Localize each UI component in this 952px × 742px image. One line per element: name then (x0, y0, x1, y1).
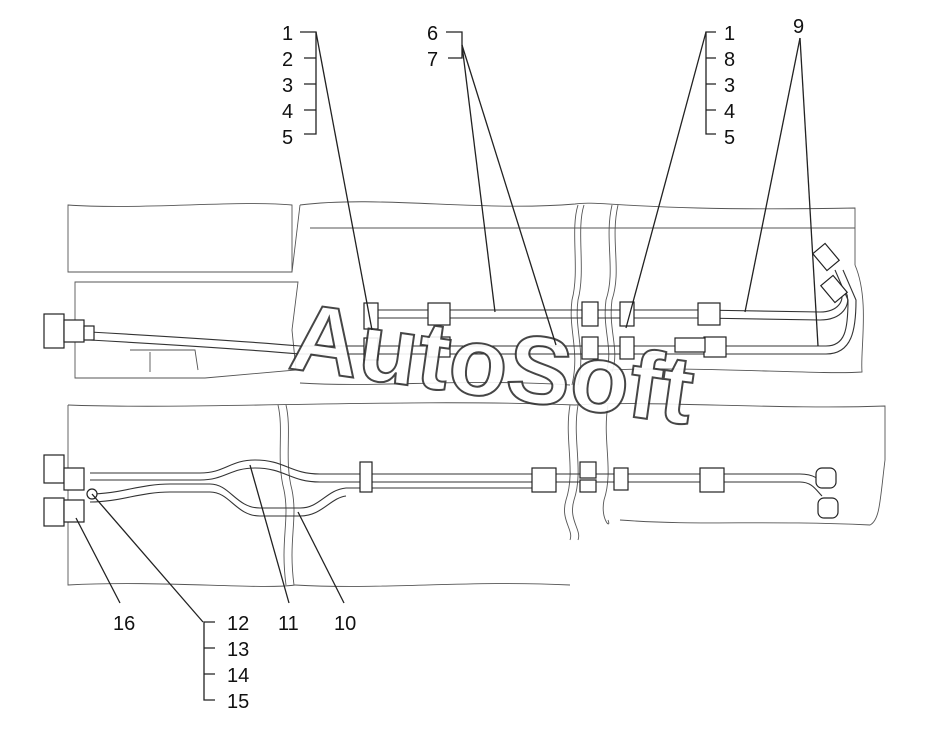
callout-a-3: 3 (282, 75, 293, 97)
callout-10-label: 10 (334, 613, 356, 635)
callout-group-c: 1 8 3 4 5 (625, 23, 735, 329)
callout-9: 9 (744, 16, 819, 347)
callout-d-15: 15 (227, 691, 249, 713)
callout-16-label: 16 (113, 613, 135, 635)
callout-9-label: 9 (793, 16, 804, 38)
callout-a-4: 4 (282, 101, 293, 123)
callout-10: 10 (297, 511, 356, 635)
callout-group-b: 6 7 (427, 23, 557, 346)
callout-c-5: 5 (724, 127, 735, 149)
callout-a-5: 5 (282, 127, 293, 149)
callout-c-4: 4 (724, 101, 735, 123)
callout-d-14: 14 (227, 665, 249, 687)
callout-c-8: 8 (724, 49, 735, 71)
lower-pipe-run (43, 454, 839, 527)
callout-d-13: 13 (227, 639, 249, 661)
lower-frame (67, 402, 886, 587)
callout-11-label: 11 (278, 613, 299, 635)
callout-group-a: 1 2 3 4 5 (282, 23, 373, 331)
callout-a-1: 1 (282, 23, 293, 45)
callout-c-3: 3 (724, 75, 735, 97)
watermark-text: AutoSoft (284, 283, 700, 445)
upper-pipe-run (43, 242, 857, 361)
callout-c-1: 1 (724, 23, 735, 45)
callout-d-12: 12 (227, 613, 249, 635)
callout-16: 16 (75, 517, 135, 635)
callout-b-6: 6 (427, 23, 438, 45)
callout-b-7: 7 (427, 49, 438, 71)
callout-11: 11 (249, 464, 299, 635)
callout-group-d: 12 13 14 15 (91, 493, 249, 713)
upper-frame (67, 201, 864, 386)
callout-a-2: 2 (282, 49, 293, 71)
